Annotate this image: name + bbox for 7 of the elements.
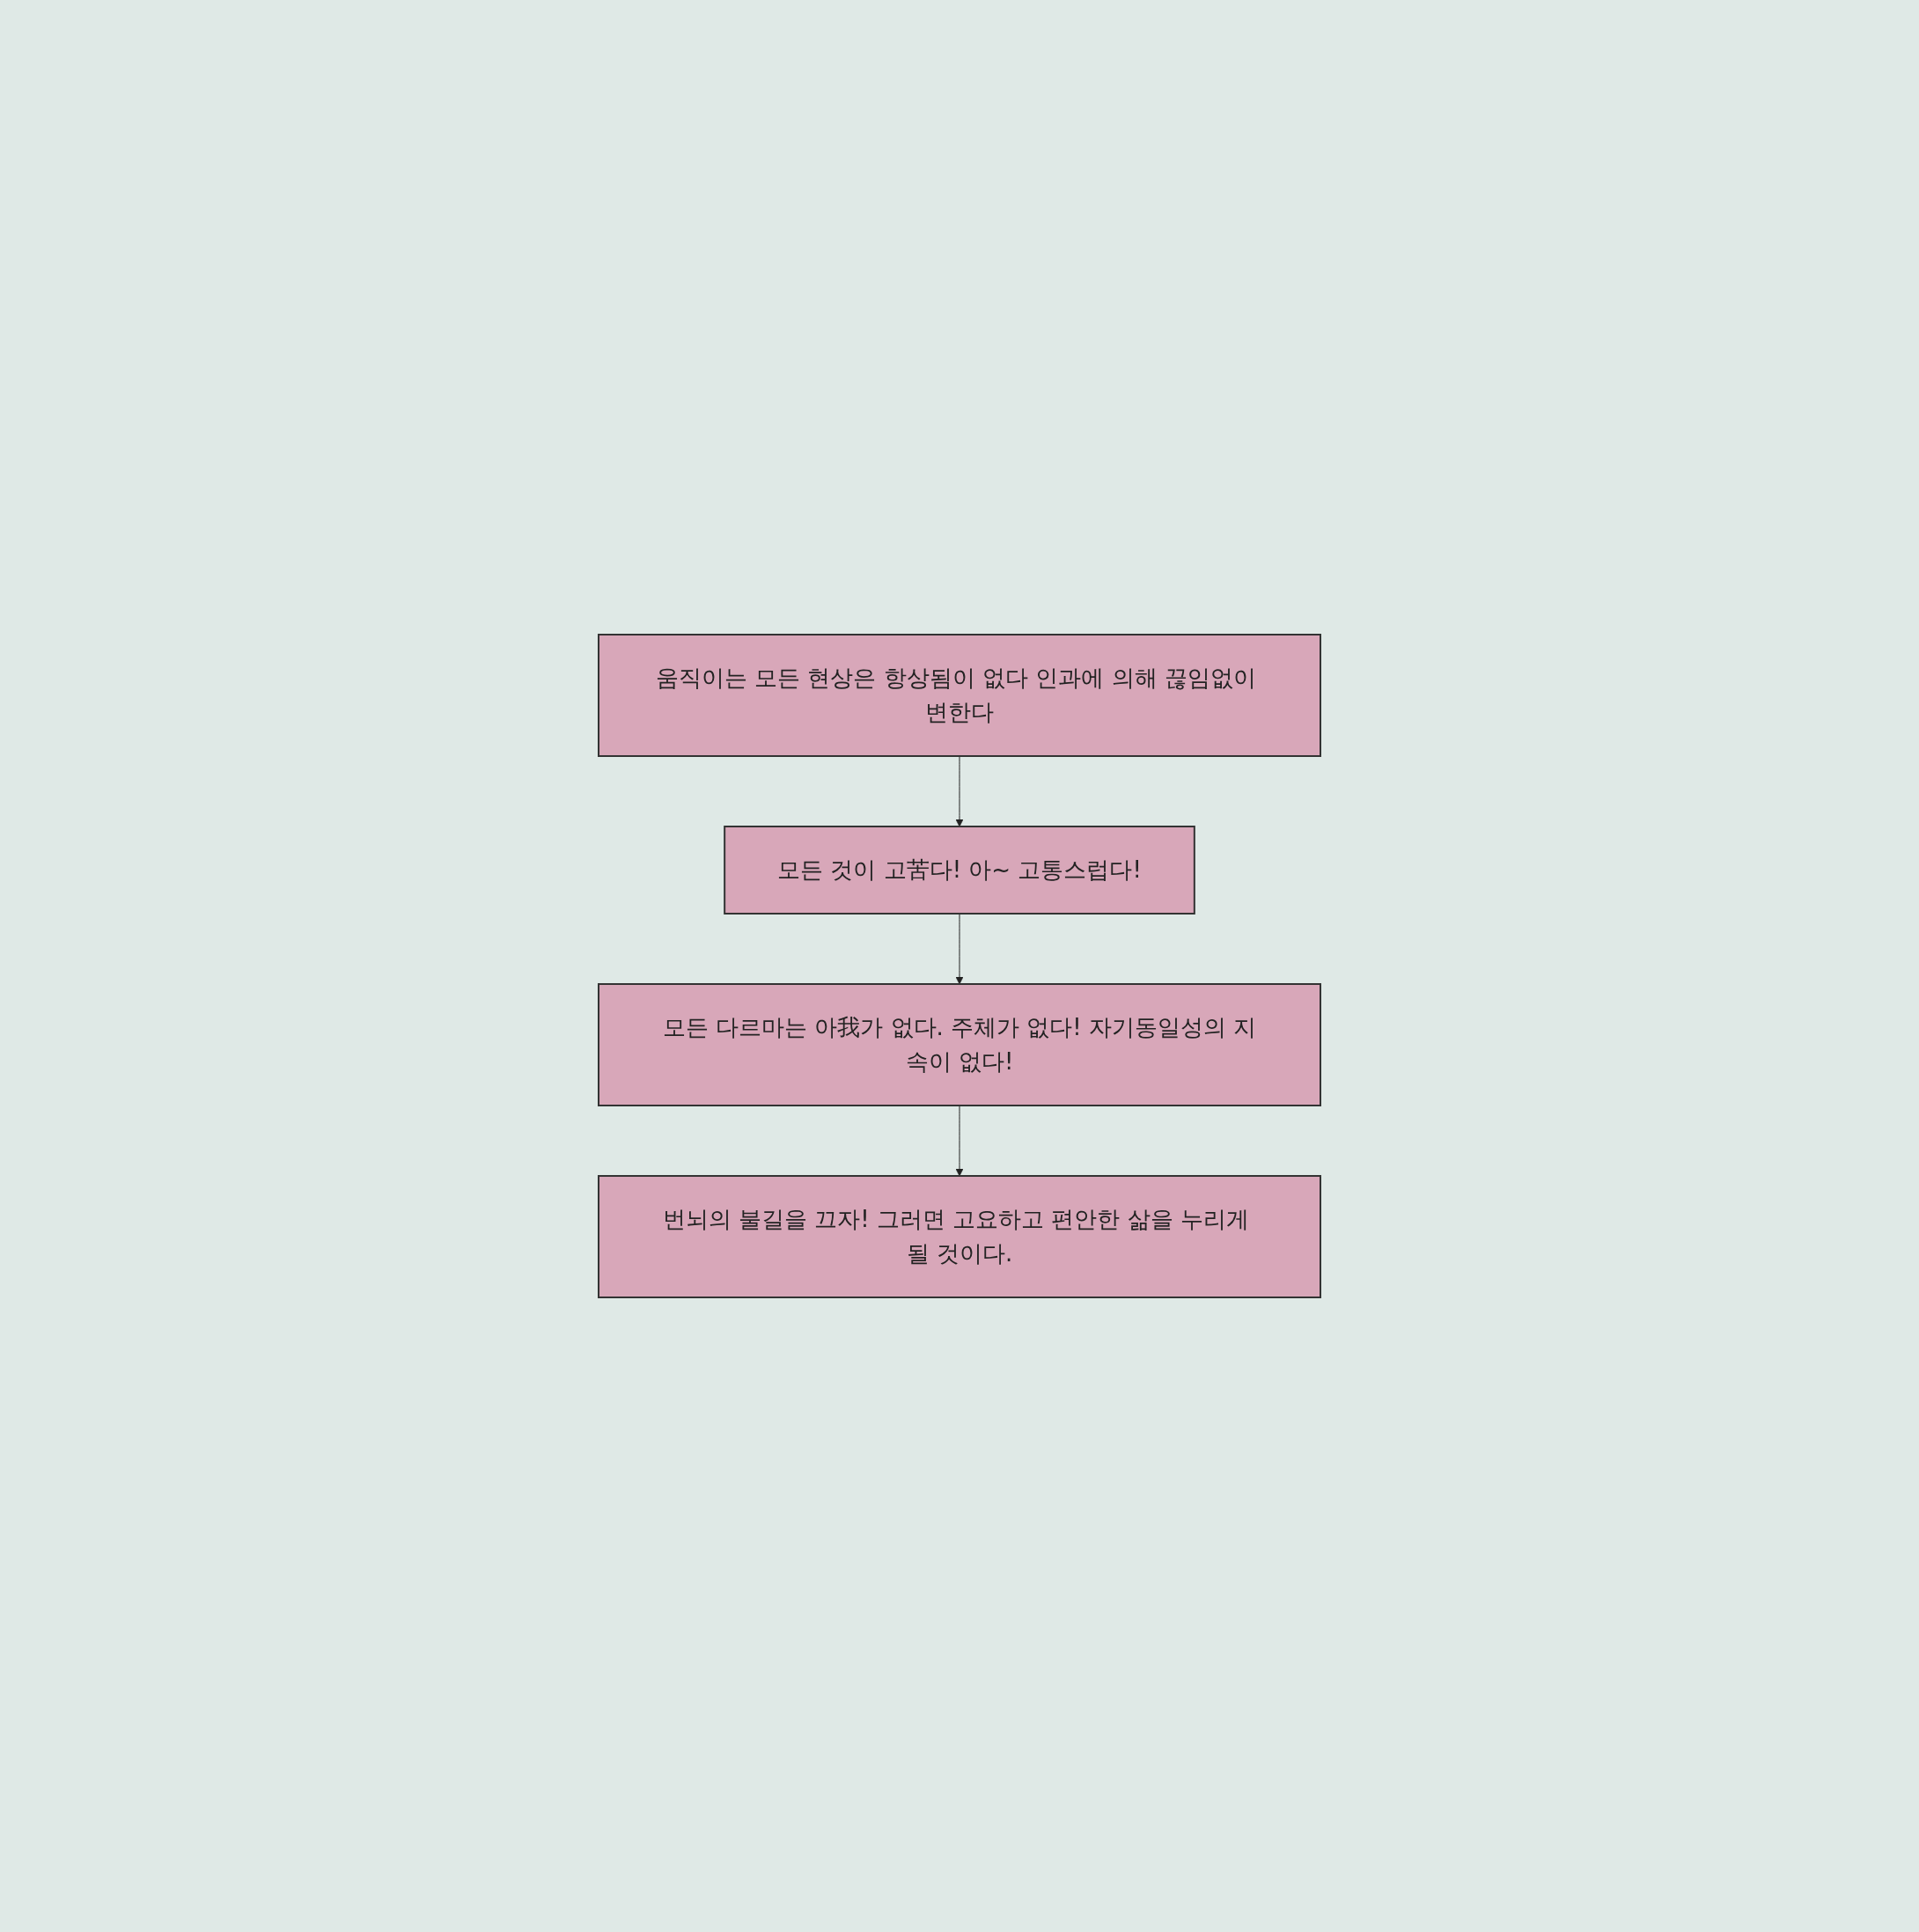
arrow xyxy=(955,755,964,827)
arrow xyxy=(955,1105,964,1177)
node-box: 번뇌의 불길을 끄자! 그러면 고요하고 편안한 삶을 누리게 될 것이다. xyxy=(598,1175,1321,1298)
node-box: 움직이는 모든 현상은 항상됨이 없다 인과에 의해 끊임없이 변한다 xyxy=(598,634,1321,757)
node-box: 모든 다르마는 아我가 없다. 주체가 없다! 자기동일성의 지속이 없다! xyxy=(598,983,1321,1106)
node-box: 모든 것이 고苦다! 아~ 고통스럽다! xyxy=(724,826,1195,915)
arrow xyxy=(955,913,964,985)
